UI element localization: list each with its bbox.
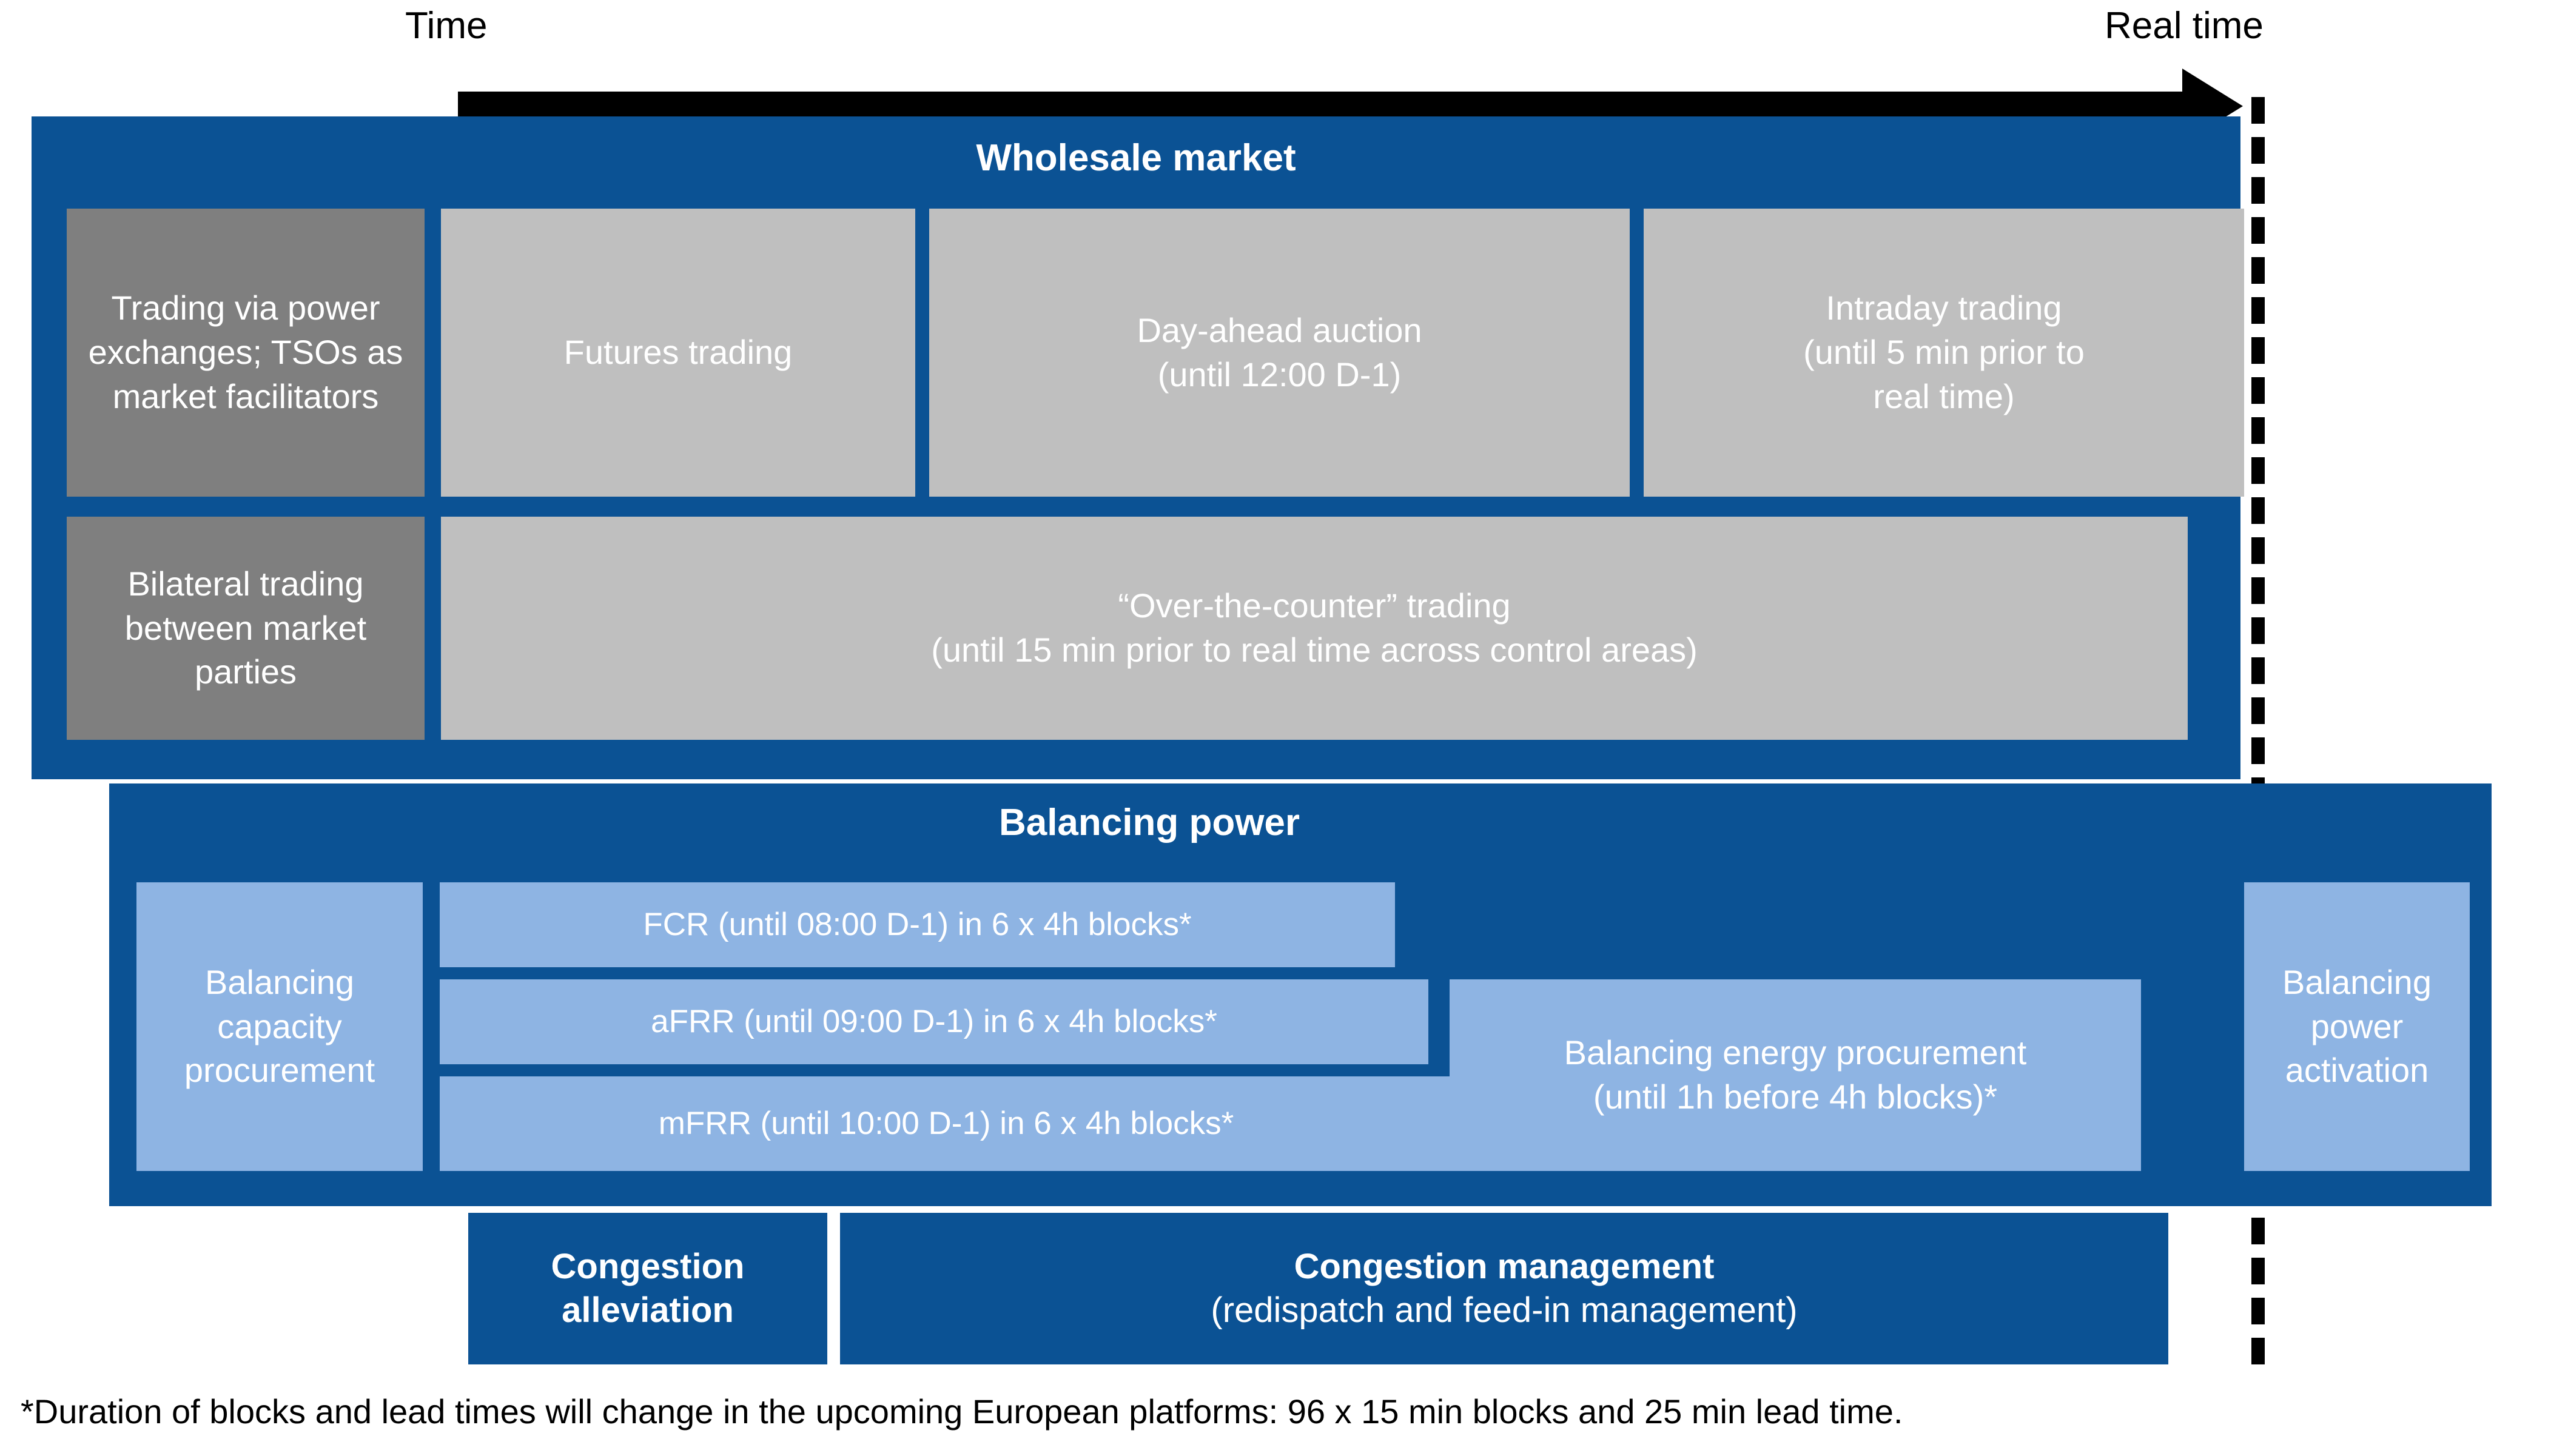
balancing-energy-procurement-label: Balancing energy procurement(until 1h be… — [1564, 1033, 2027, 1116]
mfrr-label: mFRR (until 10:00 D-1) in 6 x 4h blocks* — [658, 1105, 1234, 1141]
balancing-power-activation-label: Balancing power activation — [2282, 962, 2432, 1090]
afrr-block: aFRR (until 09:00 D-1) in 6 x 4h blocks* — [440, 979, 1428, 1064]
wholesale-row2-actor: Bilateral trading between market parties — [67, 517, 425, 740]
day-ahead-auction-label: Day-ahead auction(until 12:00 D-1) — [1137, 310, 1422, 394]
congestion-management-title: Congestion management — [1294, 1246, 1715, 1286]
balancing-power-band: Balancing power Balancing capacity procu… — [109, 783, 2492, 1206]
axis-right-label: Real time — [2105, 5, 2264, 47]
footnote-text: *Duration of blocks and lead times will … — [21, 1392, 1903, 1431]
balancing-capacity-procurement-box: Balancing capacity procurement — [136, 882, 423, 1171]
fcr-block: FCR (until 08:00 D-1) in 6 x 4h blocks* — [440, 882, 1395, 967]
balancing-capacity-procurement-label: Balancing capacity procurement — [184, 962, 375, 1090]
mfrr-block: mFRR (until 10:00 D-1) in 6 x 4h blocks* — [440, 1076, 1453, 1171]
wholesale-row2-actor-label: Bilateral trading between market parties — [124, 564, 367, 691]
congestion-alleviation-box: Congestion alleviation — [468, 1213, 827, 1364]
balancing-energy-procurement-box: Balancing energy procurement(until 1h be… — [1450, 979, 2141, 1171]
fcr-label: FCR (until 08:00 D-1) in 6 x 4h blocks* — [643, 906, 1192, 942]
otc-trading-label: “Over-the-counter” trading(until 15 min … — [931, 586, 1698, 669]
wholesale-row1-actor-label: Trading via power exchanges; TSOs as mar… — [88, 289, 403, 415]
wholesale-row1-actor: Trading via power exchanges; TSOs as mar… — [67, 209, 425, 497]
balancing-power-title: Balancing power — [998, 802, 1300, 844]
futures-trading-box: Futures trading — [441, 209, 915, 497]
congestion-management-box: Congestion management (redispatch and fe… — [840, 1213, 2168, 1364]
congestion-alleviation-label: Congestion alleviation — [551, 1246, 745, 1330]
wholesale-market-band: Wholesale market Trading via power excha… — [32, 116, 2244, 779]
balancing-power-activation-box: Balancing power activation — [2244, 882, 2470, 1171]
axis-left-label: Time — [405, 5, 488, 47]
futures-trading-label: Futures trading — [563, 333, 793, 372]
congestion-management-subtitle: (redispatch and feed-in management) — [1211, 1290, 1798, 1330]
wholesale-market-title: Wholesale market — [976, 137, 1296, 179]
time-arrow-shaft — [458, 92, 2183, 120]
afrr-label: aFRR (until 09:00 D-1) in 6 x 4h blocks* — [651, 1003, 1217, 1039]
otc-trading-box: “Over-the-counter” trading(until 15 min … — [441, 517, 2188, 740]
day-ahead-auction-box: Day-ahead auction(until 12:00 D-1) — [929, 209, 1630, 497]
